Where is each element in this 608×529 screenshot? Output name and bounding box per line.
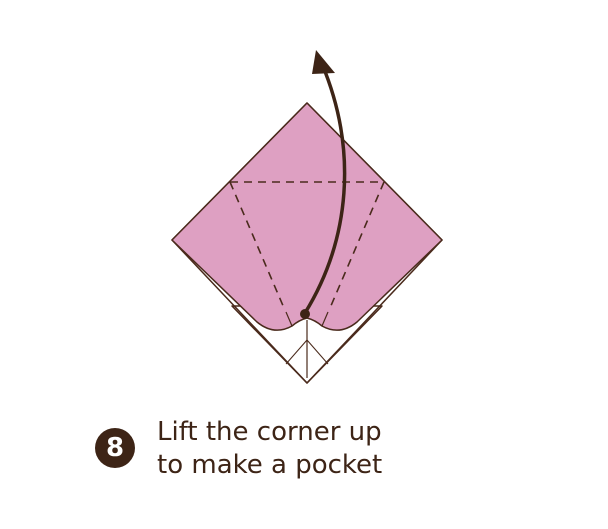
arrow-head [312,50,335,74]
step-number: 8 [105,433,125,463]
step-instruction: Lift the corner up to make a pocket [157,416,382,482]
back-flap-crease-right [306,339,329,365]
instruction-line-1: Lift the corner up [157,417,382,447]
fold-line-left [229,181,285,309]
instruction-line-2: to make a pocket [157,450,383,480]
dot-marker [300,309,310,319]
pocket-line-left [285,311,293,327]
back-flap-crease-left [285,339,308,365]
pocket-line-right [321,311,329,327]
step-number-badge: 8 [95,428,135,468]
fold-line-right [329,181,385,309]
curved-up-arrow-icon [303,62,347,315]
paper-pink-face [171,102,443,331]
